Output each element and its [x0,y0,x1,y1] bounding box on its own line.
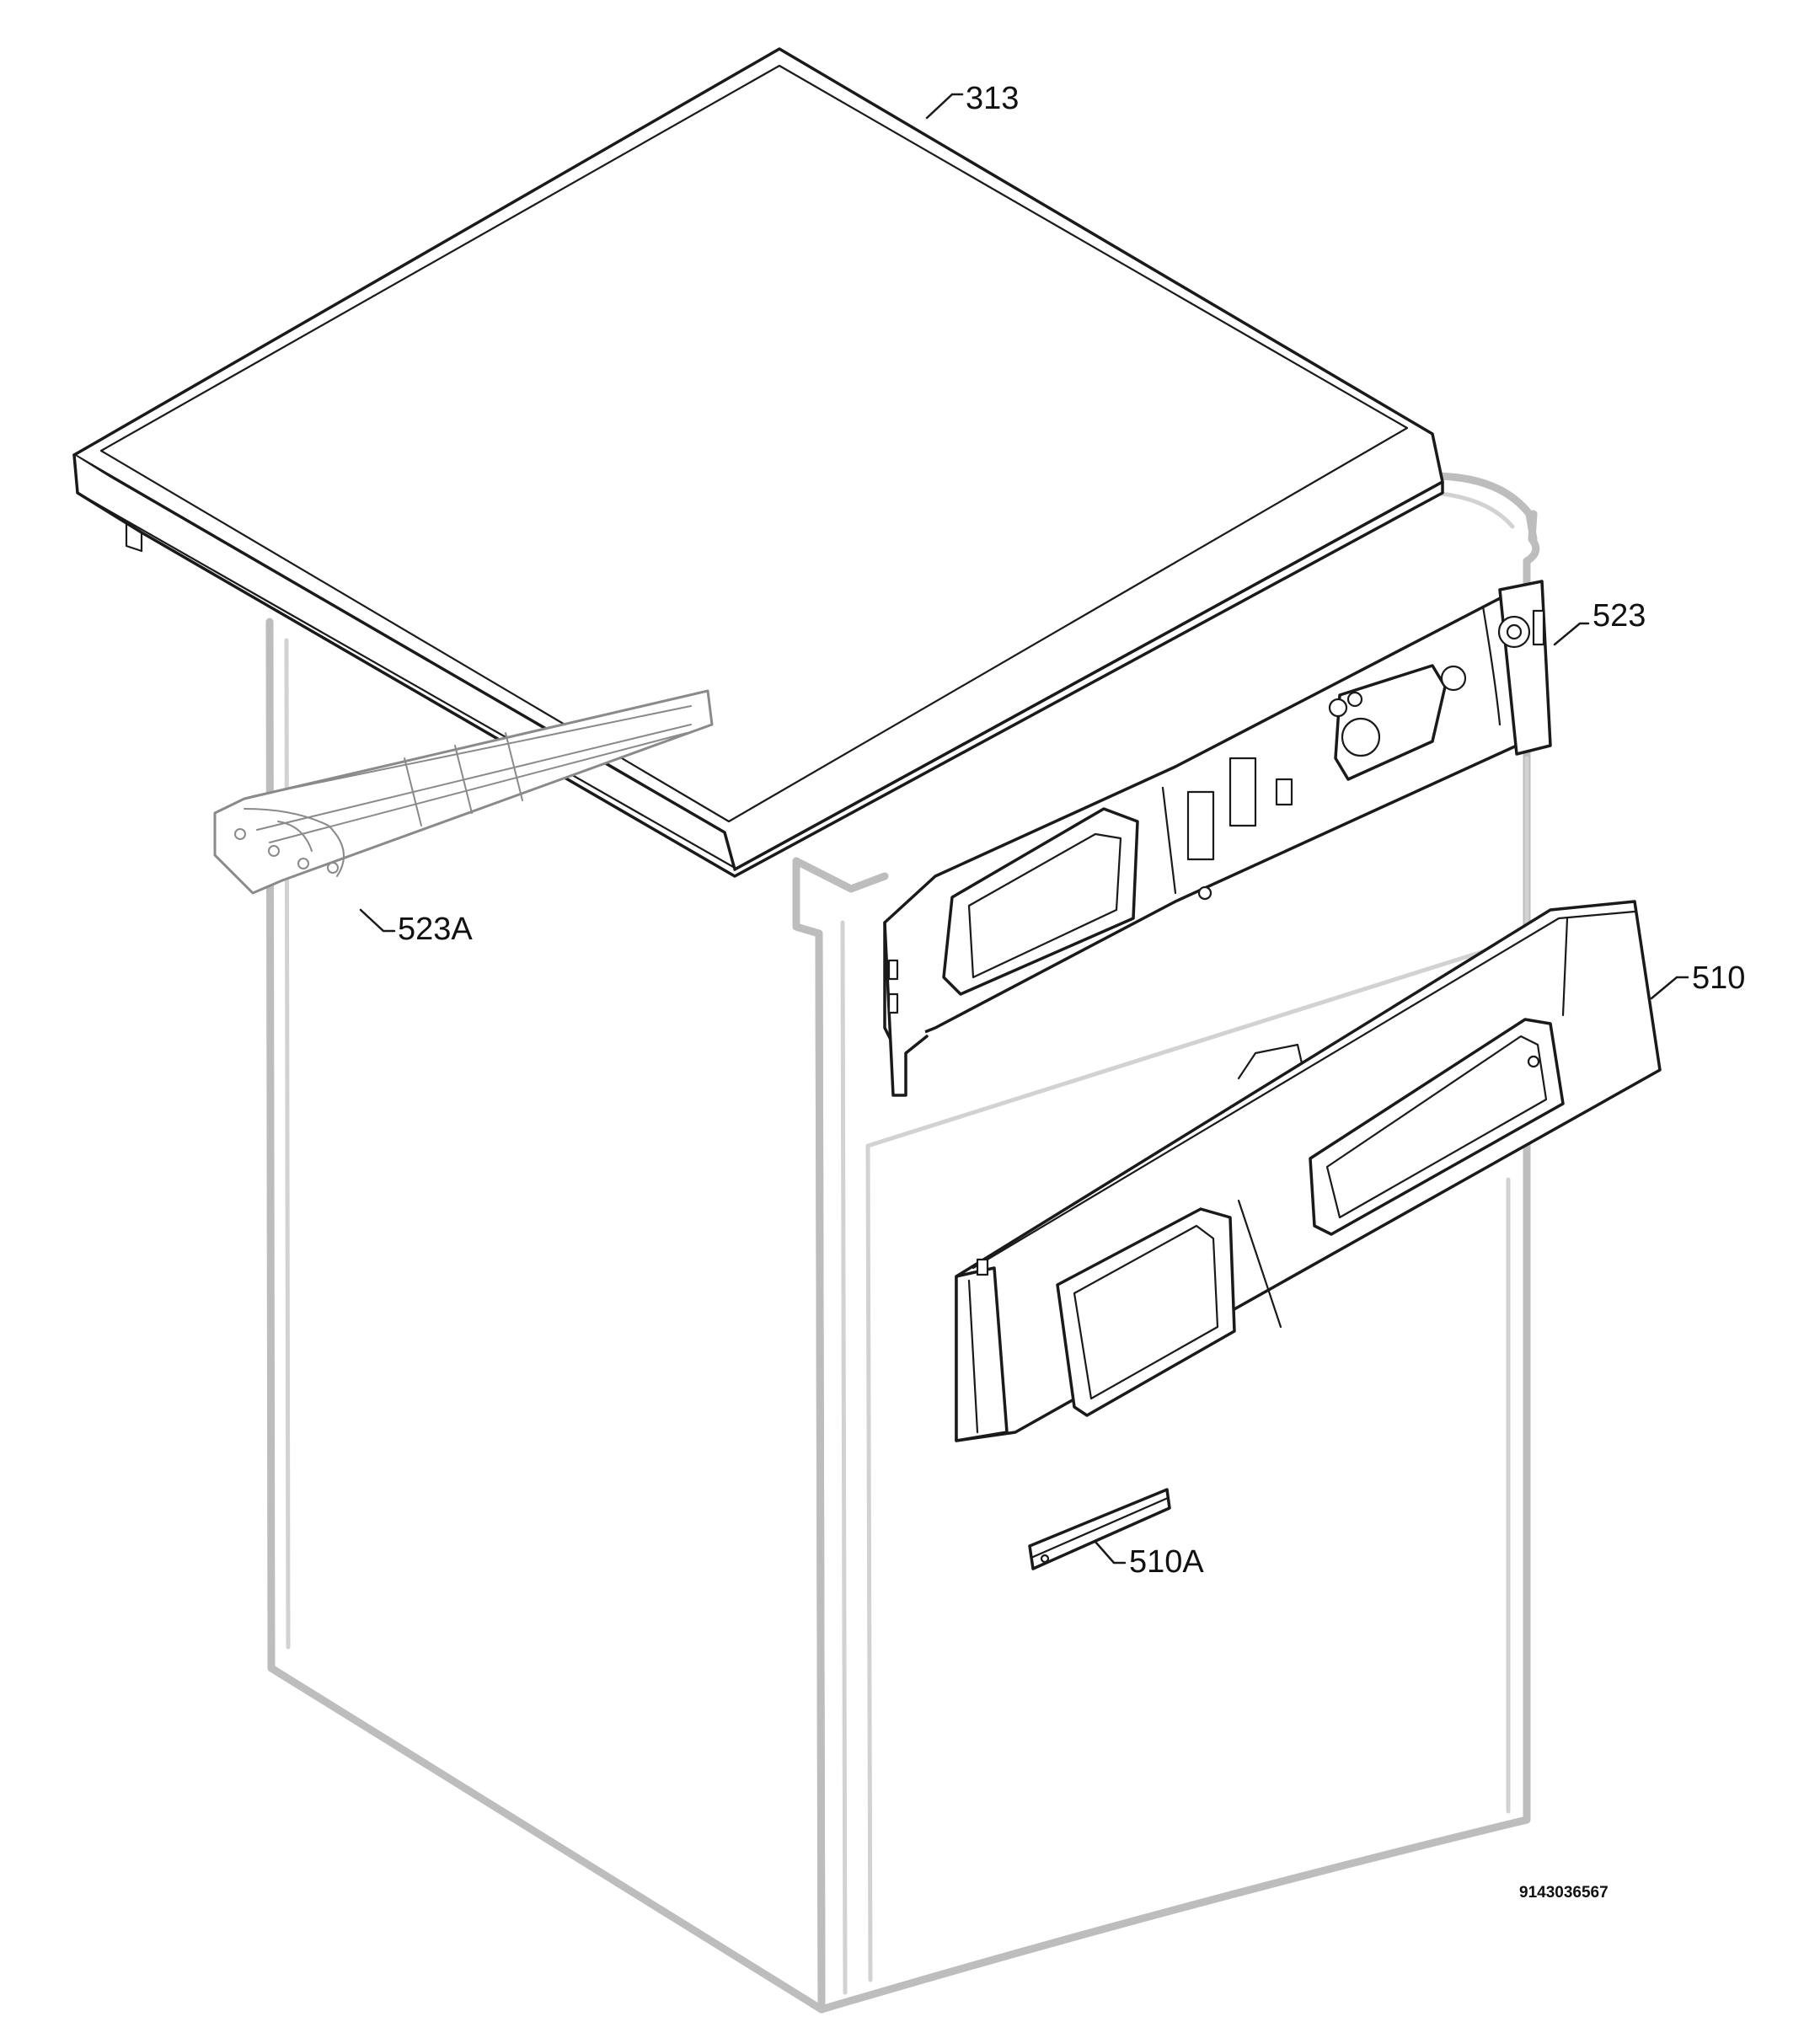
panel-strip [1028,1488,1171,1570]
control-panel [955,900,1662,1442]
callout-523A: 523A [398,912,473,947]
leader-lines [359,93,1689,1565]
callout-313: 313 [966,81,1020,116]
leader-523 [1553,622,1590,646]
callout-510A: 510A [1129,1544,1204,1580]
callout-523: 523 [1592,598,1646,634]
control-panel-bracket [883,580,1552,1097]
drawing-number: 9143036567 [1519,1884,1609,1902]
worktop [72,47,1444,878]
leader-510A [1094,1540,1127,1565]
leader-523A [359,908,396,933]
leader-313 [925,93,964,120]
callout-510: 510 [1692,960,1746,996]
rear-support-rail [213,689,714,895]
leader-510 [1650,976,1689,1000]
